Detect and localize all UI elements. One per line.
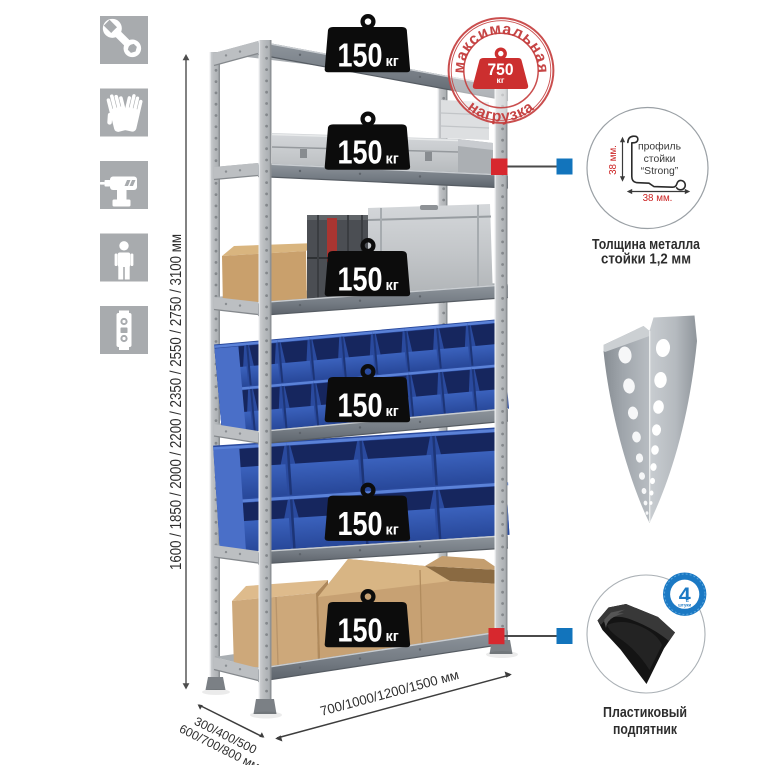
svg-text:профиль: профиль xyxy=(638,141,681,153)
svg-text:кг: кг xyxy=(386,54,399,70)
svg-text:150: 150 xyxy=(338,37,383,74)
svg-text:кг: кг xyxy=(386,278,399,294)
svg-text:кг: кг xyxy=(386,151,399,167)
svg-text:150: 150 xyxy=(338,612,383,649)
svg-text:750: 750 xyxy=(488,61,514,79)
svg-text:стойки: стойки xyxy=(644,154,676,165)
svg-text:150: 150 xyxy=(338,261,383,298)
svg-text:150: 150 xyxy=(338,135,383,172)
svg-text:1600 / 1850 / 2000 / 2200 / 23: 1600 / 1850 / 2000 / 2200 / 2350 / 2550 … xyxy=(168,234,185,570)
svg-text:“Strong”: “Strong” xyxy=(641,166,679,177)
svg-text:38 мм.: 38 мм. xyxy=(643,193,673,204)
svg-text:стойки 1,2 мм: стойки 1,2 мм xyxy=(601,252,691,268)
svg-text:38 мм.: 38 мм. xyxy=(608,145,619,175)
svg-text:кг: кг xyxy=(386,523,399,539)
svg-text:4: 4 xyxy=(679,583,691,607)
svg-text:кг: кг xyxy=(497,75,505,85)
svg-text:150: 150 xyxy=(338,506,383,543)
svg-text:кг: кг xyxy=(386,404,399,420)
svg-text:подпятник: подпятник xyxy=(613,722,678,738)
svg-text:Пластиковый: Пластиковый xyxy=(603,705,687,721)
svg-text:Толщина металла: Толщина металла xyxy=(592,237,701,253)
svg-text:кг: кг xyxy=(386,629,399,645)
svg-text:150: 150 xyxy=(338,387,383,424)
svg-text:штуки: штуки xyxy=(678,602,691,607)
